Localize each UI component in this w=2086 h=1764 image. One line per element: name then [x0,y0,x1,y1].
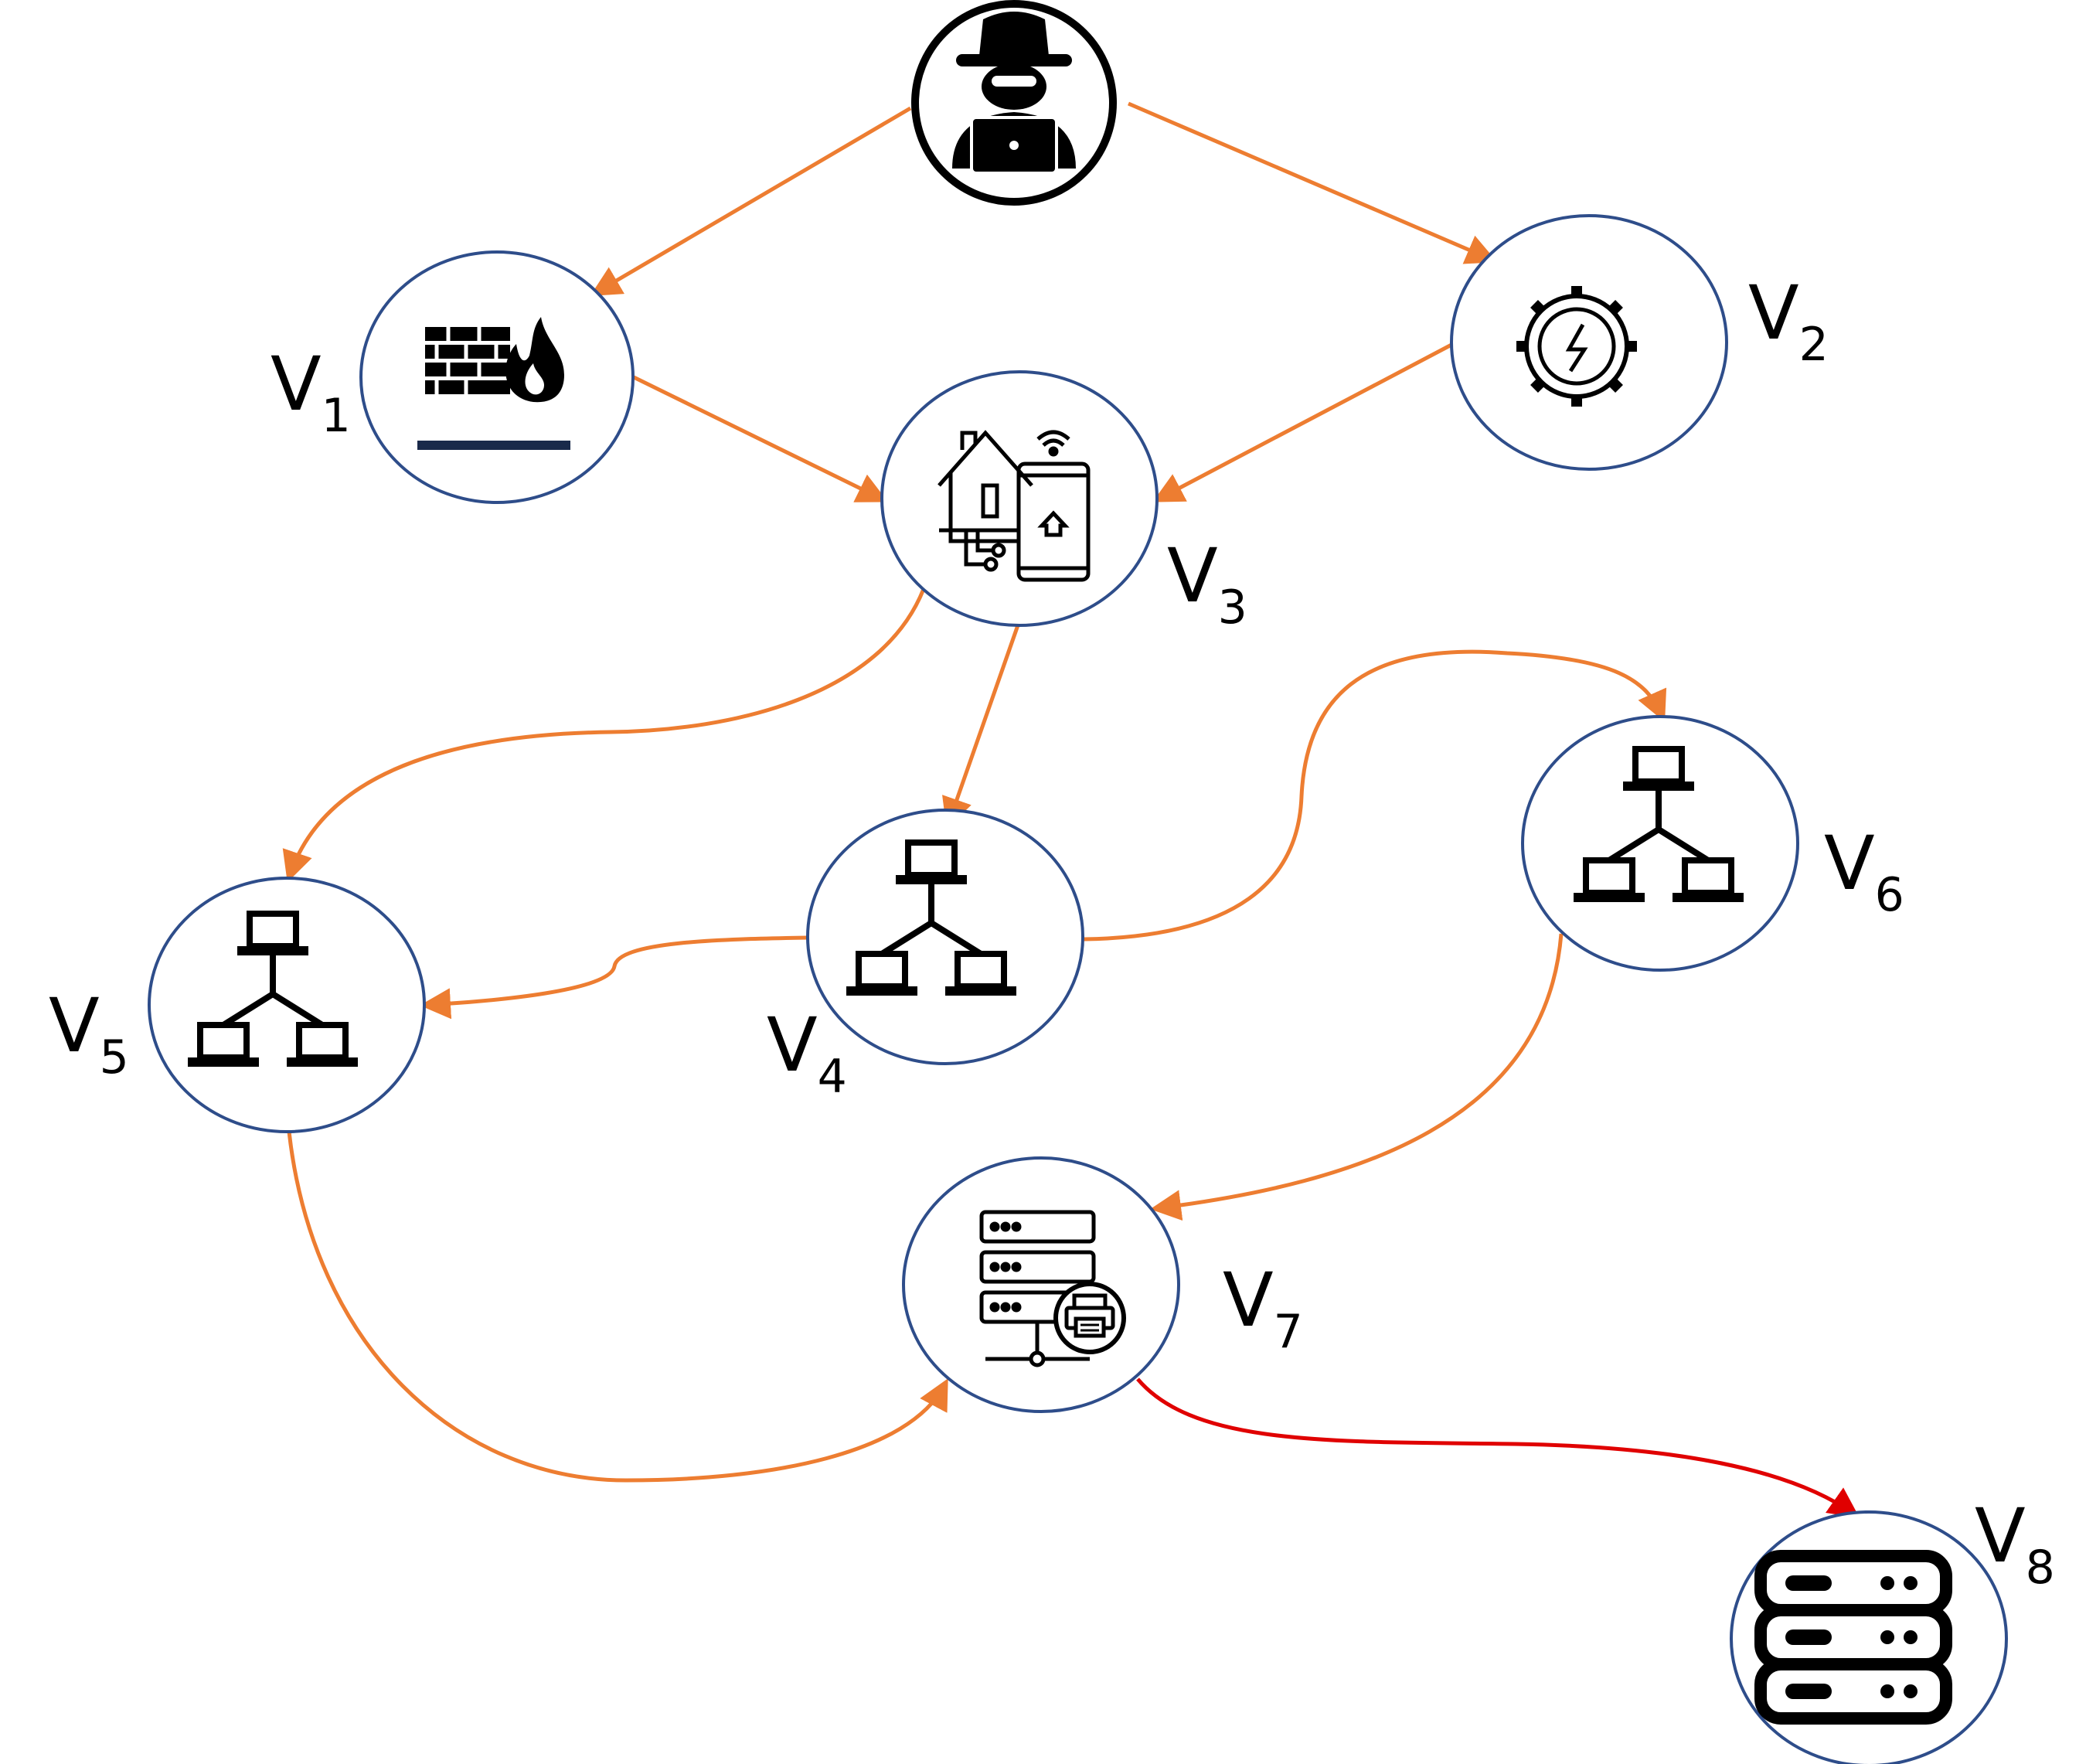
node-v6-circle [1521,715,1799,972]
node-v3: V3 [880,370,1247,635]
edge-v1-v3 [632,375,888,502]
node-v1-circle [359,250,635,504]
node-v4: V4 [767,809,1084,1104]
node-v3-label: V3 [1167,533,1247,635]
gear-power-icon [1516,286,1637,407]
smart-home-icon [938,430,1091,582]
node-v1-label: V1 [271,341,351,443]
node-v7: V7 [902,1156,1303,1413]
node-v2: V2 [1450,214,1829,471]
node-v4-label: V4 [767,1002,847,1104]
firewall-icon [417,317,570,450]
node-v5: V5 [49,877,426,1133]
edge-v2-v3 [1152,342,1453,502]
hacker-icon [952,12,1076,175]
edge-v7-v8 [1136,1377,1860,1518]
node-v7-label: V7 [1223,1257,1303,1359]
node-v6: V6 [1521,715,1904,972]
edges [282,101,1860,1518]
attacker-node [911,0,1117,206]
node-v2-label: V2 [1748,270,1829,372]
node-v6-label: V6 [1824,820,1904,922]
node-v2-circle [1450,214,1728,471]
edge-v3-v5 [282,588,926,883]
edge-attacker-v2 [1128,101,1498,264]
node-v5-label: V5 [49,982,129,1085]
print-server-icon [979,1210,1126,1367]
node-v8: V8 [1730,1493,2055,1764]
edge-v3-v4 [942,622,1021,829]
edge-attacker-v1 [590,106,912,297]
node-v4-circle [806,809,1084,1065]
node-v8-circle [1730,1510,2008,1764]
edge-v6-v7 [1150,933,1564,1221]
edge-v4-v5 [420,935,808,1020]
node-v7-circle [902,1156,1180,1413]
node-v8-label: V8 [1975,1493,2055,1595]
node-v1: V1 [271,250,635,504]
edge-v5-v7 [287,1131,948,1483]
database-server-icon [1754,1550,1952,1725]
edge-v4-v6 [1083,649,1667,942]
